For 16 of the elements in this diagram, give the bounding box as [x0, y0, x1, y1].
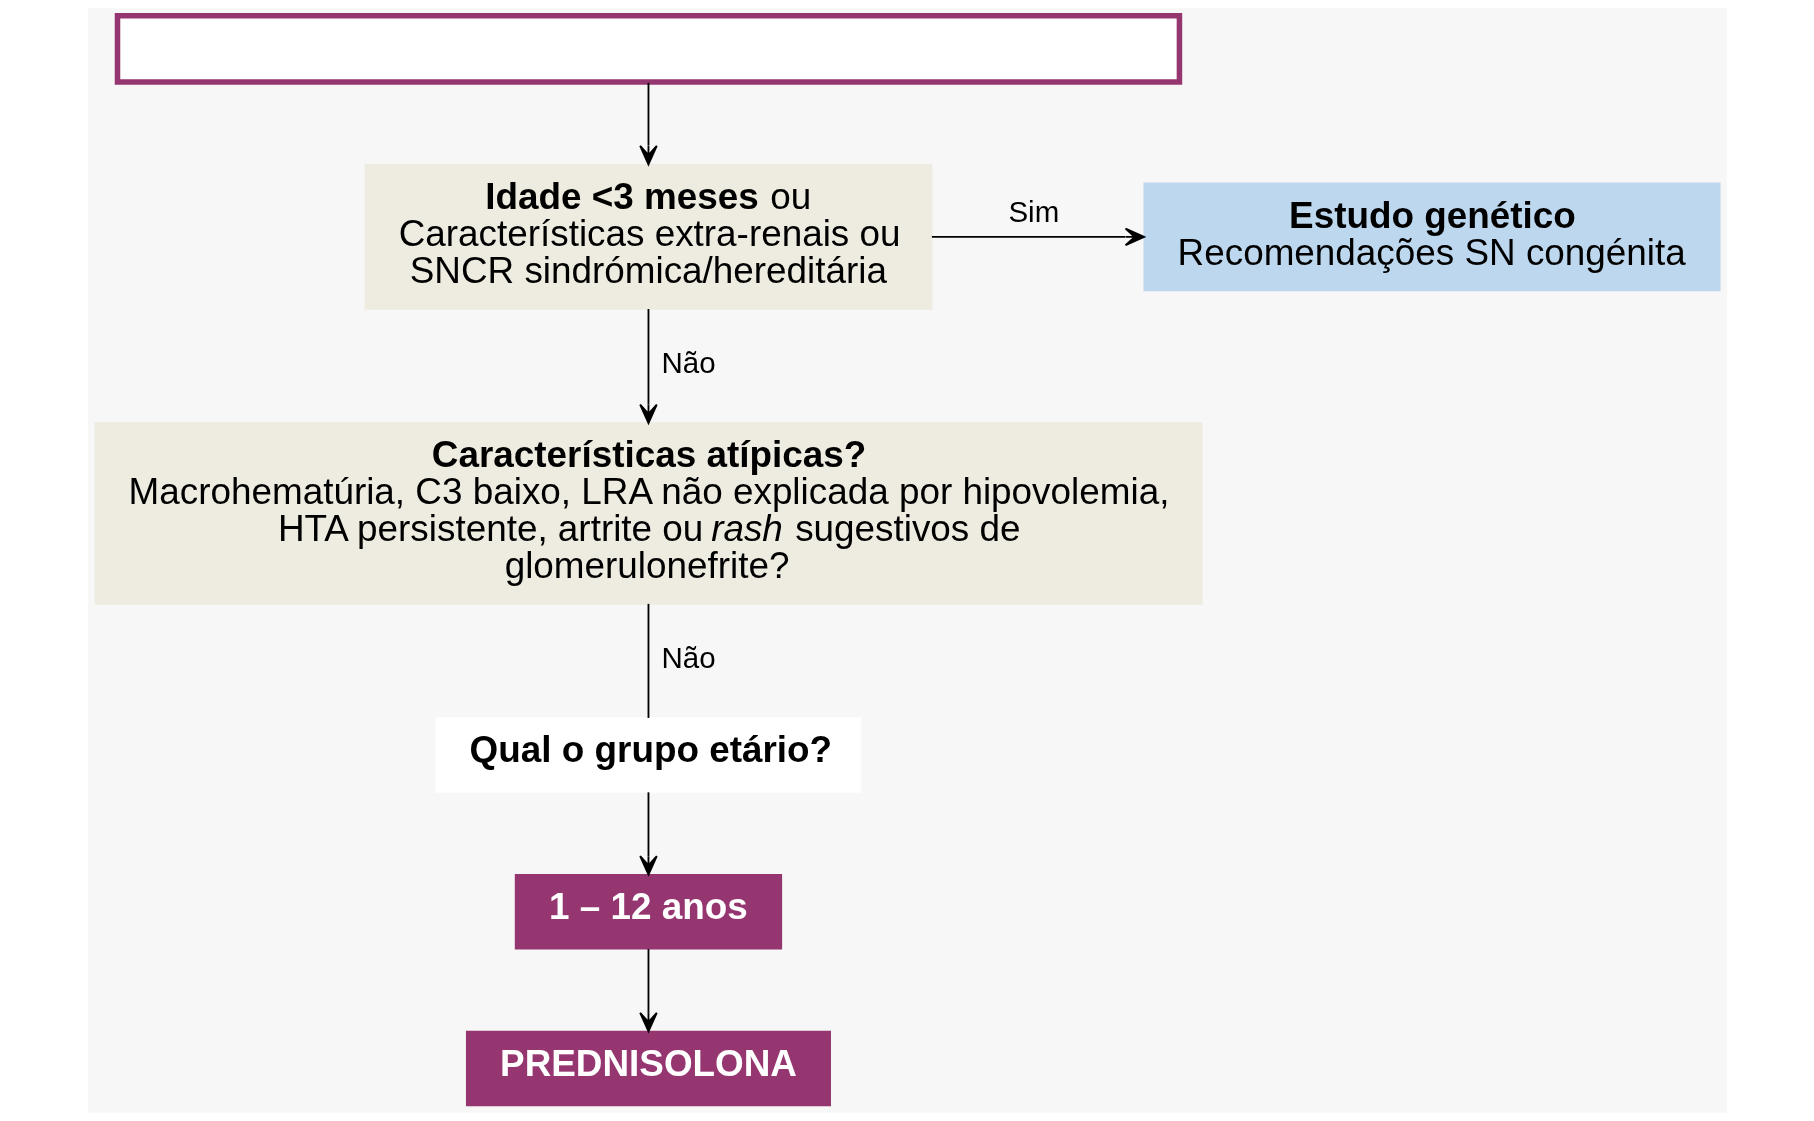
node-box: 1 – 12 anos — [514, 873, 782, 950]
arrow — [638, 81, 658, 166]
node-box: Idade <3 meses ou Características extra-renais ou SNCR sindrómica/hereditária — [364, 164, 932, 310]
edge-label: Sim — [1007, 194, 1059, 228]
edge-label: Não — [661, 640, 716, 674]
arrow — [930, 227, 1145, 247]
arrow — [638, 791, 658, 876]
arrow — [638, 948, 658, 1033]
arrow — [638, 308, 658, 424]
node-box: Características atípicas? Macrohematúria, C3 baixo, LRA não explicada por hipovolemia, HTA persistente, artrite ou rash sugestivos de glomerulonefrite? — [93, 422, 1202, 605]
node-box: Estudo genético Recomendações SN congénita — [1143, 182, 1721, 292]
connector — [647, 602, 649, 719]
edge-label: Não — [661, 346, 716, 379]
node-box: Qual o grupo etário? — [435, 717, 861, 793]
node-box: PREDNISOLONA — [465, 1030, 831, 1107]
node-box — [114, 12, 1182, 85]
